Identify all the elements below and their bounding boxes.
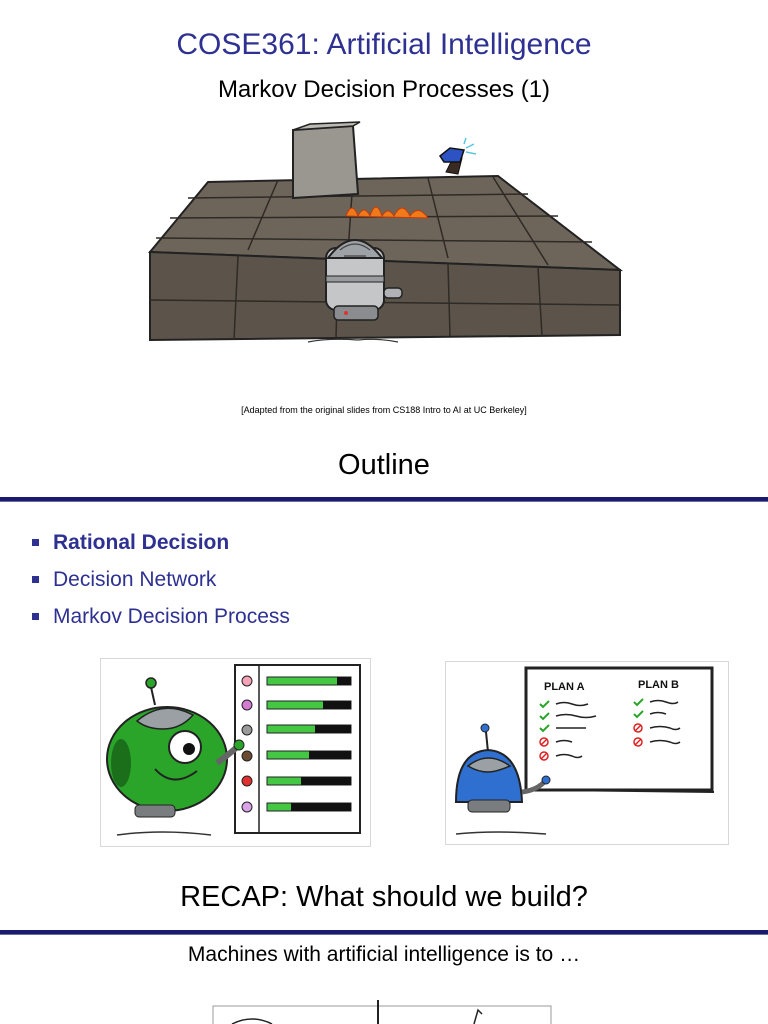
image-credit: [Adapted from the original slides from C… bbox=[241, 405, 527, 415]
blue-robot-icon bbox=[454, 723, 551, 813]
gridworld-illustration bbox=[148, 121, 624, 343]
list-item: Rational Decision bbox=[32, 524, 290, 561]
list-item: Markov Decision Process bbox=[32, 598, 290, 635]
outline-heading: Outline bbox=[338, 449, 430, 481]
heading-rule bbox=[0, 930, 768, 935]
recap-heading: RECAP: What should we build? bbox=[180, 881, 588, 913]
plan-illustration: PLAN A PLAN B bbox=[445, 661, 729, 845]
heading-rule bbox=[0, 497, 768, 502]
plan-b-label: PLAN B bbox=[638, 679, 679, 691]
course-title: COSE361: Artificial Intelligence bbox=[176, 28, 592, 61]
outline-list: Rational Decision Decision Network Marko… bbox=[32, 524, 290, 635]
bullet-square-icon bbox=[32, 576, 39, 583]
robot-icon bbox=[325, 239, 403, 321]
recap-subtext: Machines with artificial intelligence is… bbox=[187, 943, 581, 966]
bullet-square-icon bbox=[32, 539, 39, 546]
lecture-title: Markov Decision Processes (1) bbox=[217, 76, 551, 103]
plan-a-label: PLAN A bbox=[544, 681, 585, 693]
preference-illustration bbox=[100, 658, 371, 847]
bullet-square-icon bbox=[32, 613, 39, 620]
green-robot-icon bbox=[106, 677, 245, 818]
list-item: Decision Network bbox=[32, 561, 290, 598]
partial-illustration bbox=[212, 1000, 552, 1024]
